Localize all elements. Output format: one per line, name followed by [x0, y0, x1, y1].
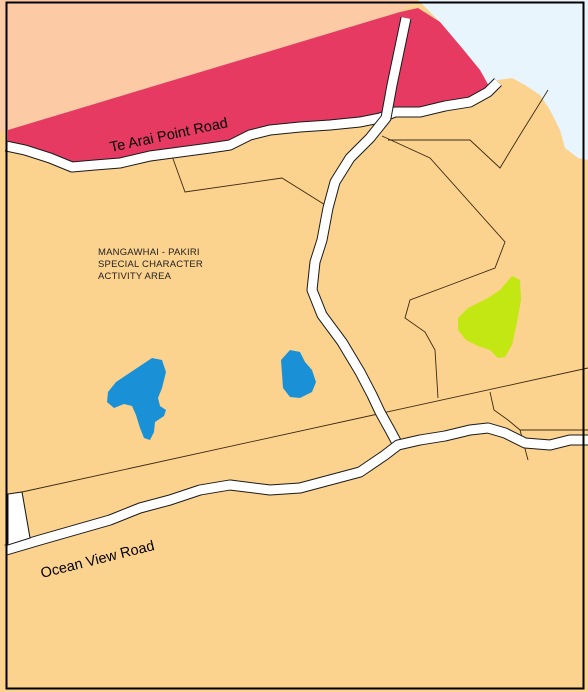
- link-road-shape[interactable]: [307, 17, 411, 448]
- lake-west[interactable]: [107, 358, 166, 440]
- coastal-zone-strip[interactable]: [8, 8, 490, 167]
- special-character-area-label: MANGAWHAI - PAKIRI SPECIAL CHARACTER ACT…: [98, 247, 203, 282]
- map-border: [5, 1, 585, 690]
- special-area-label-line2: SPECIAL CHARACTER: [98, 259, 203, 270]
- road-reserve-wedge: [7, 491, 31, 546]
- road-network: [4, 16, 588, 556]
- special-area-label-line1: MANGAWHAI - PAKIRI: [98, 247, 200, 258]
- lake-east[interactable]: [281, 350, 316, 398]
- ocean-view-road-shape[interactable]: [4, 423, 588, 555]
- green-reserve-patch[interactable]: [458, 276, 521, 358]
- upper-zone-area[interactable]: [0, 0, 418, 132]
- te-arai-point-road-shape[interactable]: [5, 78, 502, 172]
- special-area-label-line3: ACTIVITY AREA: [98, 271, 172, 282]
- sea-area: [418, 0, 588, 160]
